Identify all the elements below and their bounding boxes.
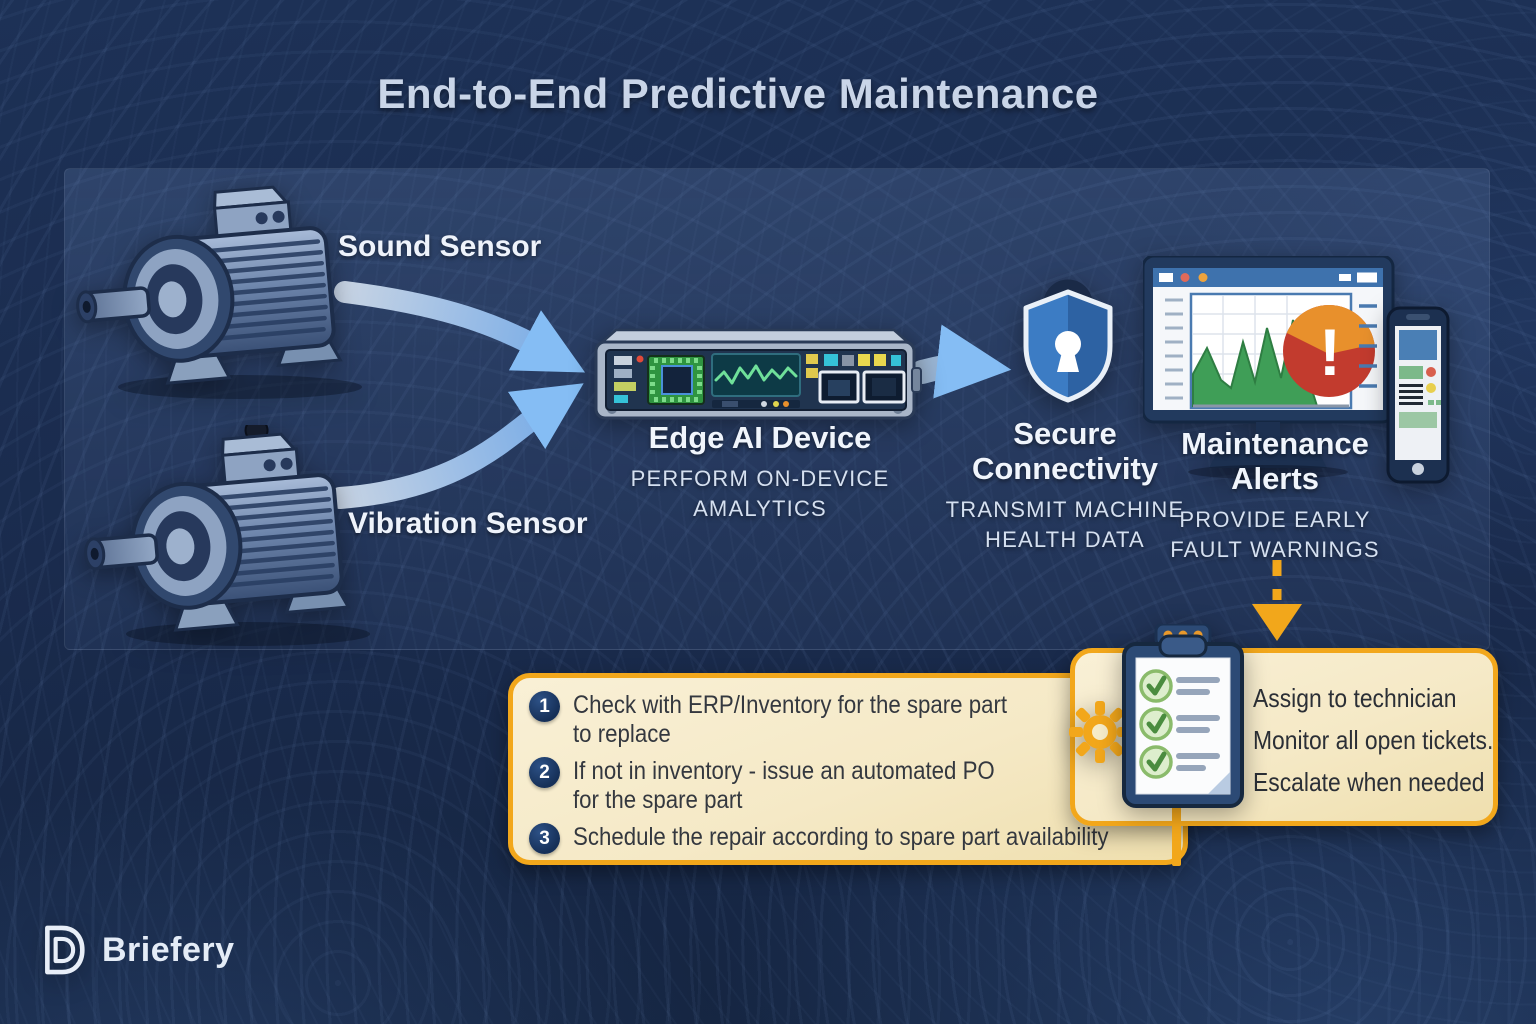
step-text-line: Schedule the repair according to spare p… xyxy=(573,823,1109,851)
ticket-action: Monitor all open tickets. xyxy=(1253,725,1494,755)
motor-icon xyxy=(72,178,372,403)
step-text-line: Check with ERP/Inventory for the spare p… xyxy=(573,691,1008,719)
secure-connectivity-label: Secure Connectivity TRANSMIT MACHINE HEA… xyxy=(930,416,1200,555)
secure-subtitle-line: TRANSMIT MACHINE xyxy=(945,497,1185,522)
step-number-badge: 2 xyxy=(529,757,560,788)
note-connector-line xyxy=(1172,792,1181,866)
checklist-row-icon xyxy=(1139,669,1220,703)
edge-device-label: Edge AI Device PERFORM ON-DEVICE AMALYTI… xyxy=(570,420,950,524)
page-title: End-to-End Predictive Maintenance xyxy=(377,70,1099,117)
alerts-title-line: Maintenance xyxy=(1181,426,1369,461)
ticket-action: Escalate when needed xyxy=(1253,767,1485,797)
alerts-title-line: Alerts xyxy=(1231,461,1319,496)
step-text-line: If not in inventory - issue an automated… xyxy=(573,757,995,785)
brand-name: Briefery xyxy=(102,930,235,969)
briefery-logo-icon xyxy=(40,924,86,976)
clipboard-checklist-icon xyxy=(1116,624,1250,812)
secure-title-line: Connectivity xyxy=(971,451,1159,486)
workflow-steps-note: 1 Check with ERP/Inventory for the spare… xyxy=(508,673,1188,865)
alerts-subtitle-line: PROVIDE EARLY xyxy=(1179,507,1371,532)
ticket-action: Assign to technician xyxy=(1253,683,1457,713)
step-text-line: for the spare part xyxy=(573,786,743,814)
checklist-row-icon xyxy=(1139,745,1220,779)
svg-text:!: ! xyxy=(1319,315,1341,389)
motor-icon xyxy=(80,425,380,650)
workflow-step: 2 If not in inventory - issue an automat… xyxy=(529,757,1169,815)
secure-title-line: Secure xyxy=(1013,416,1117,451)
workflow-step: 1 Check with ERP/Inventory for the spare… xyxy=(529,691,1169,749)
brand-lockup: Briefery xyxy=(40,924,235,976)
edge-device-subtitle-line: AMALYTICS xyxy=(693,496,827,521)
sound-sensor-label: Sound Sensor xyxy=(338,230,542,263)
alerts-subtitle-line: FAULT WARNINGS xyxy=(1170,537,1380,562)
edge-device-title: Edge AI Device xyxy=(648,420,872,455)
maintenance-alerts-label: Maintenance Alerts PROVIDE EARLY FAULT W… xyxy=(1150,426,1400,565)
shield-lock-icon xyxy=(1012,268,1124,410)
step-number-badge: 3 xyxy=(529,823,560,854)
edge-device-subtitle-line: PERFORM ON-DEVICE xyxy=(630,466,890,491)
checklist-row-icon xyxy=(1139,707,1220,741)
edge-ai-device-icon xyxy=(588,328,922,432)
step-number-badge: 1 xyxy=(529,691,560,722)
secure-subtitle-line: HEALTH DATA xyxy=(985,527,1145,552)
vibration-sensor-label: Vibration Sensor xyxy=(348,507,588,540)
step-text-line: to replace xyxy=(573,720,671,748)
workflow-step: 3 Schedule the repair according to spare… xyxy=(529,823,1169,854)
smartphone-icon xyxy=(1386,306,1450,484)
